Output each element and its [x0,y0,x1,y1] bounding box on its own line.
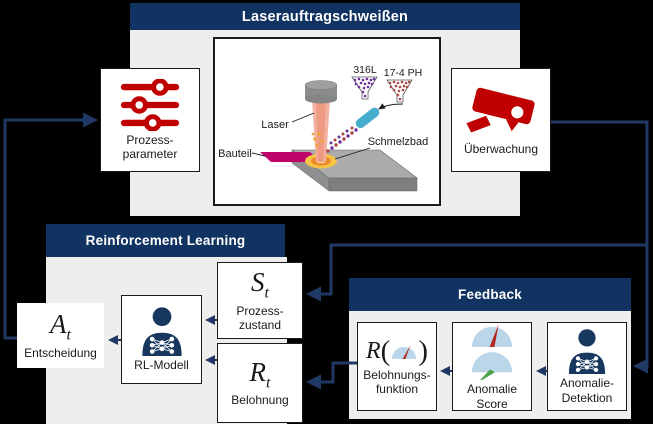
laser-head [304,79,338,103]
state-node: St Prozess- zustand [217,262,303,339]
process-section-header: Laserauftragschweißen [130,3,520,30]
feedback-section-title: Feedback [458,287,522,302]
reward-function-node: R( ) Belohnungs- funktion [357,322,437,411]
melt-pool-leader-line [334,147,371,159]
monitoring-label: Überwachung [463,141,539,156]
laser-leader-line [291,112,315,122]
gauge-high-icon [469,322,515,348]
reward-label: Belohnung [231,393,289,408]
process-section-title: Laserauftragschweißen [241,8,409,25]
action-node: At Entscheidung [17,303,104,368]
powder-nozzle [355,107,380,128]
laser-cladding-illustration: 316L 17-4 PH Laser [218,64,429,192]
anomaly-score-node: Anomalie Score [452,322,532,411]
reward-function-label: Belohnungs- funktion [363,367,431,396]
powder-hopper-316L [351,76,378,99]
rl-section-title: Reinforcement Learning [85,233,246,248]
cctv-camera-icon [461,84,541,140]
powder-stream [326,126,358,153]
rl-section-header: Reinforcement Learning [46,224,285,257]
powder-left-label: 316L [353,64,377,76]
part-label: Bauteil [218,148,252,160]
state-symbol: St [251,267,269,302]
action-label: Entscheidung [24,345,97,360]
person-neural-network-icon [564,328,610,375]
process-parameters-node: Prozess- parameter [100,68,200,172]
feedback-section-header: Feedback [349,278,631,311]
monitoring-node: Überwachung [451,68,551,172]
melt-pool-label: Schmelzbad [368,136,429,148]
sparks [311,131,324,147]
sliders-icon [118,78,182,131]
laser-label: Laser [261,119,289,131]
reward-function-formula: R( ) [365,334,428,367]
action-symbol: At [50,309,71,344]
gauge-low-icon [469,350,515,381]
anomaly-score-label: Anomalie Score [466,382,518,411]
state-label: Prozess- zustand [236,303,284,332]
powder-hopper-17-4PH [386,79,413,102]
reward-symbol: Rt [249,356,271,392]
reward-node: Rt Belohnung [217,343,303,423]
anomaly-detection-node: Anomalie- Detektion [547,322,627,411]
anomaly-detection-label: Anomalie- Detektion [559,376,615,405]
part-leader-line [251,152,266,156]
process-parameters-label: Prozess- parameter [122,132,178,161]
person-neural-network-icon [137,306,187,357]
rl-model-label: RL-Modell [134,358,189,373]
process-illustration-box: 316L 17-4 PH Laser [213,37,441,206]
gauge-icon [390,343,418,360]
hopper-to-nozzle-arrow [378,102,404,110]
rl-model-node: RL-Modell [121,295,202,384]
powder-right-label: 17-4 PH [384,67,423,79]
